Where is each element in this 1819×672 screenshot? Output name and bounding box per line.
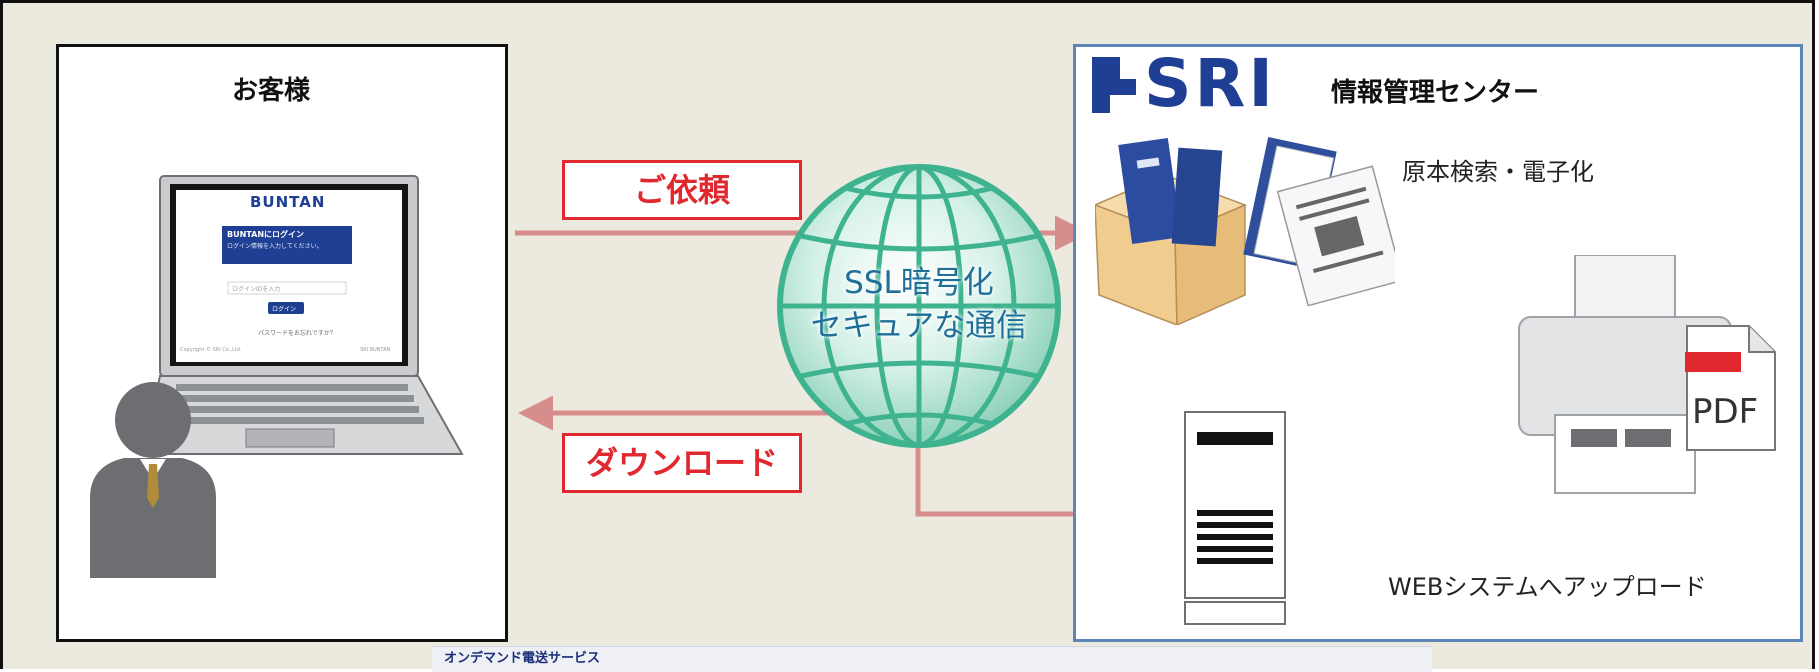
globe-line-1: SSL暗号化 (844, 265, 994, 301)
sri-logo-icon (1092, 57, 1136, 113)
laptop-login-sub: ログイン情報を入力してください。 (227, 243, 323, 250)
pdf-file-icon (1685, 325, 1776, 451)
step-search-label: 原本検索・電子化 (1402, 158, 1594, 186)
laptop-icon (150, 175, 464, 455)
document-archive-icon (1095, 137, 1395, 325)
laptop-login-button: ログイン (272, 306, 297, 313)
service-strip-label: オンデマンド電送サービス (444, 651, 601, 666)
printer-icon (1518, 255, 1732, 494)
step-upload-label: WEBシステムへアップロード (1388, 573, 1707, 601)
laptop-login-title: BUNTANにログイン (227, 230, 305, 239)
laptop-footer-right: SRI BUNTAN (360, 347, 391, 353)
sri-logo-text: SRI (1144, 45, 1276, 122)
customer-title: お客様 (232, 76, 311, 106)
laptop-login-input: ログインIDを入力 (232, 286, 281, 293)
request-label: ご依頼 (562, 160, 802, 220)
center-title: 情報管理センター (1331, 78, 1540, 108)
server-icon (1184, 411, 1286, 625)
service-strip: オンデマンド電送サービス (432, 646, 1432, 672)
globe-icon (777, 164, 1061, 448)
laptop-forgot-link: パスワードをお忘れですか？ (258, 330, 336, 337)
pdf-label: PDF (1692, 392, 1759, 432)
person-icon (90, 382, 216, 578)
globe-line-2: セキュアな通信 (810, 308, 1028, 344)
download-label: ダウンロード (562, 433, 802, 493)
laptop-brand: BUNTAN (250, 193, 326, 211)
laptop-footer-left: Copyright © SRI Co.,Ltd. (180, 347, 242, 353)
